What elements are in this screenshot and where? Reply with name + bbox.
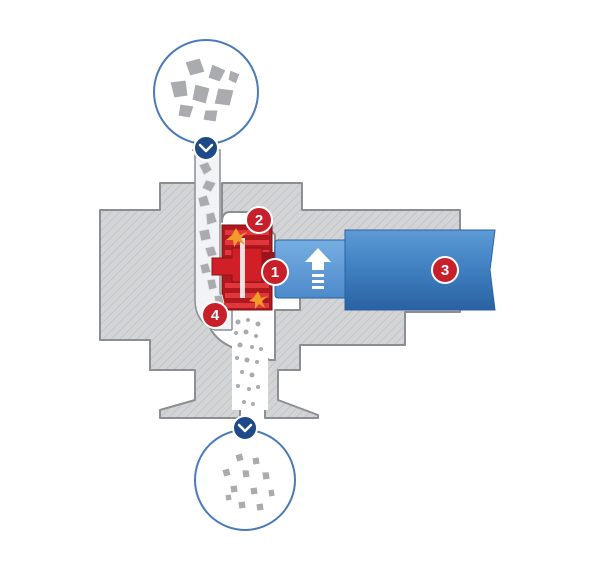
- callout-label-2: 2: [255, 212, 263, 229]
- rotor-stator: [211, 224, 276, 311]
- product-material-circle: [194, 429, 296, 531]
- callout-label-4: 4: [211, 307, 220, 324]
- callout-badge-3: 3: [431, 256, 459, 284]
- chevron-down-icon: [193, 135, 219, 161]
- callout-badge-4: 4: [201, 301, 229, 329]
- arrow-up-icon: [305, 248, 331, 289]
- inlet-chute-particles: [197, 161, 225, 306]
- callout-label-3: 3: [441, 262, 449, 279]
- callout-label-1: 1: [271, 264, 279, 281]
- feed-material-circle: [153, 39, 259, 145]
- callout-badge-2: 2: [245, 206, 273, 234]
- outlet-particles: [234, 318, 263, 406]
- callout-badge-1: 1: [261, 258, 289, 286]
- impact-sparks: [226, 228, 268, 309]
- feed-chute: [192, 149, 268, 410]
- chevron-down-icon: [232, 415, 258, 441]
- drive-shaft: [274, 229, 496, 311]
